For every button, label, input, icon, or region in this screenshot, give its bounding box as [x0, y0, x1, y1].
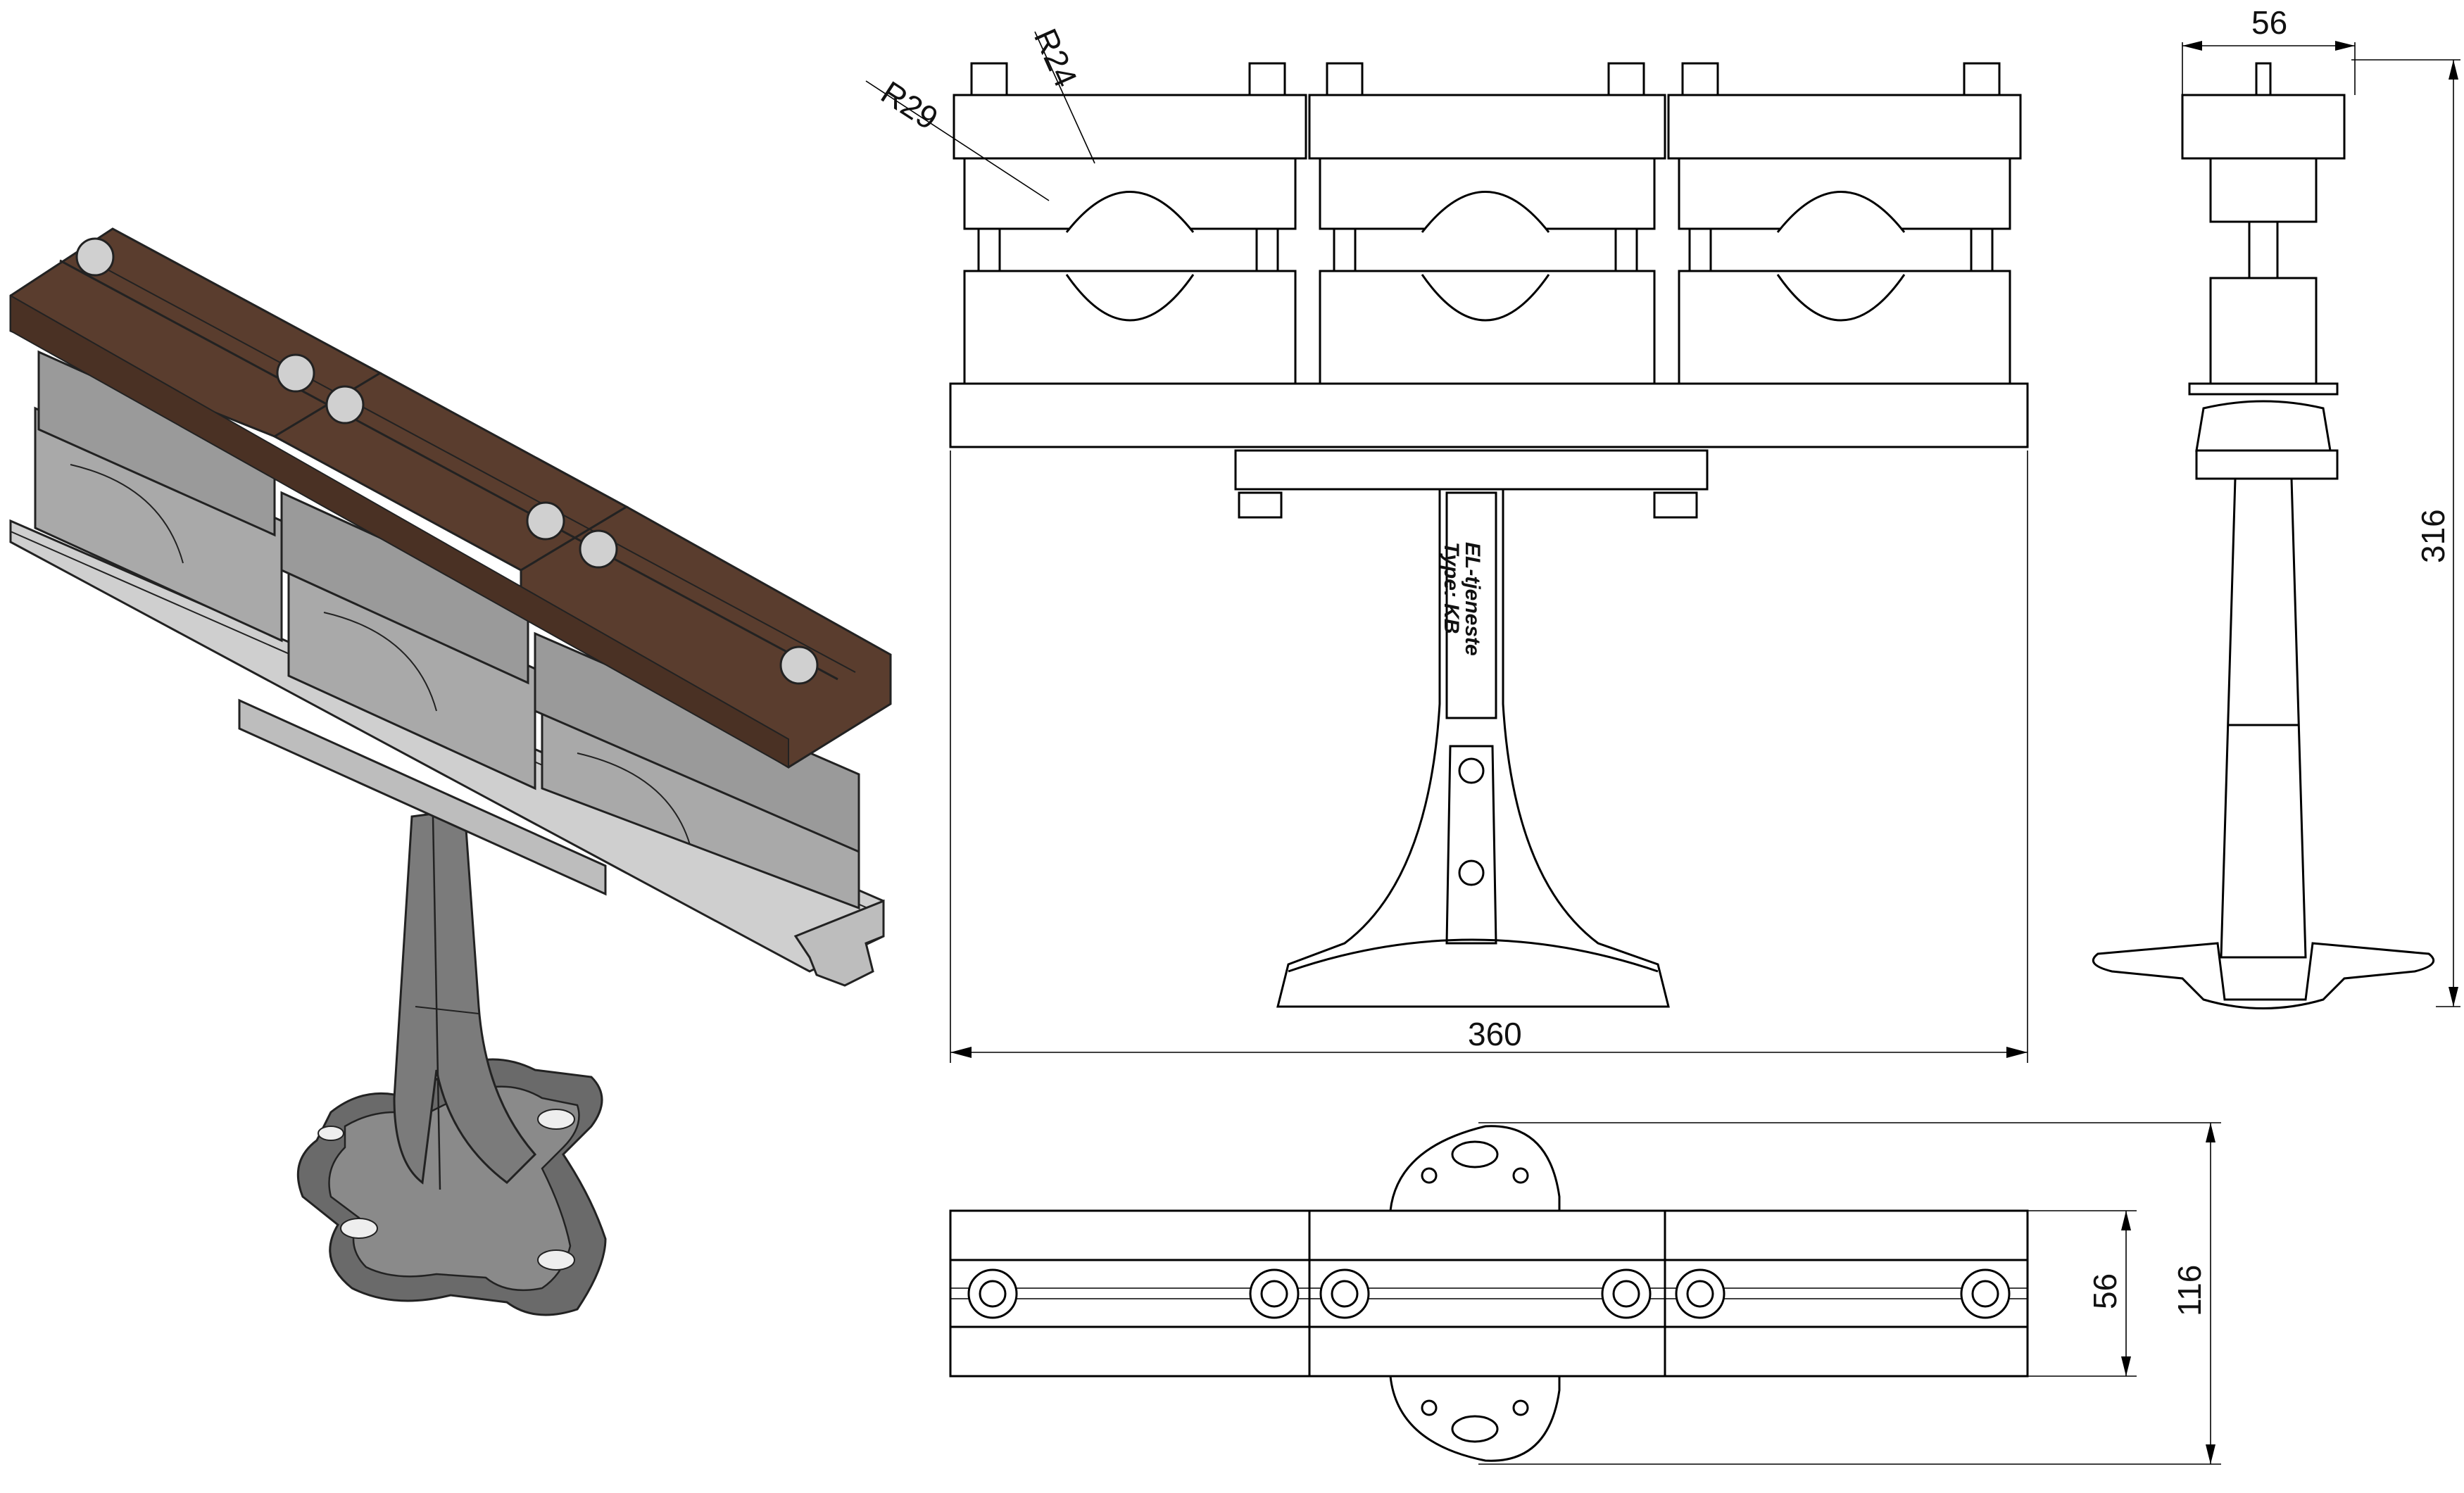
front-view: EL-tjeneste Type: KB [949, 62, 2029, 1008]
bolt-head [779, 645, 819, 685]
isometric-view [9, 227, 892, 1316]
base-hole [537, 1249, 575, 1271]
side-pillar [2220, 477, 2307, 959]
bolt-head [75, 237, 115, 277]
bolt-head [276, 353, 315, 393]
dimension-360-label: 360 [1468, 1016, 1522, 1052]
dimension-top-inner: 56 [2028, 1210, 2137, 1377]
front-pillar-plate [1445, 491, 1497, 719]
clamp-unit [953, 94, 1307, 385]
dimension-56-top-label: 56 [2087, 1273, 2123, 1309]
top-base-lower [1389, 1375, 1561, 1462]
front-crossbeam [1234, 449, 1709, 491]
pillar-rib [415, 1006, 479, 1014]
cross-beam [238, 698, 607, 896]
side-foot [2092, 942, 2435, 1009]
dimension-side-height: 316 [2351, 59, 2460, 1007]
base-hole [537, 1109, 575, 1130]
clamp-lower-blocks [34, 406, 860, 910]
top-view [949, 1125, 2029, 1462]
pillar-hole [1458, 757, 1485, 784]
front-bolts [970, 62, 2001, 272]
bolt-head [579, 529, 618, 569]
dimension-56-side-label: 56 [2251, 4, 2287, 41]
support-pillar [393, 808, 537, 1185]
base-hole [340, 1218, 378, 1239]
nameplate: EL-tjeneste Type: KB [1440, 542, 1484, 656]
dimension-316-label: 316 [2415, 509, 2451, 563]
bolt-head [325, 385, 365, 424]
front-foot-arch [1288, 938, 1659, 973]
side-view [2092, 62, 2435, 1009]
dimension-side-width: 56 [2182, 4, 2356, 95]
front-pillar [1276, 488, 1670, 1008]
nut [1653, 491, 1698, 519]
base-hole [318, 1126, 344, 1141]
nut [1238, 491, 1283, 519]
clamp-unit [1308, 94, 1666, 385]
base-slot [1451, 1140, 1499, 1168]
pillar-rib [432, 816, 441, 1190]
dimension-116-label: 116 [2171, 1265, 2208, 1316]
front-rail [949, 382, 2029, 448]
type-label: Type: KB [1440, 542, 1463, 634]
brand-label: EL-tjeneste [1461, 542, 1484, 656]
pillar-hole [1458, 859, 1485, 886]
front-pillar-web [1445, 745, 1497, 945]
dimension-top-outer: 116 [1478, 1122, 2221, 1465]
top-base-upper [1389, 1125, 1561, 1212]
dimension-width: 360 [950, 451, 2028, 1063]
base-slot [1451, 1415, 1499, 1443]
radius-outer-label: R29 [875, 74, 945, 137]
top-bolts [967, 1268, 2011, 1319]
rail-bolts [75, 237, 819, 685]
aluminium-rail-end [793, 899, 885, 987]
bolt-head [526, 501, 565, 541]
radius-inner-label: R24 [1027, 23, 1085, 92]
clamp-unit [1667, 94, 2022, 385]
